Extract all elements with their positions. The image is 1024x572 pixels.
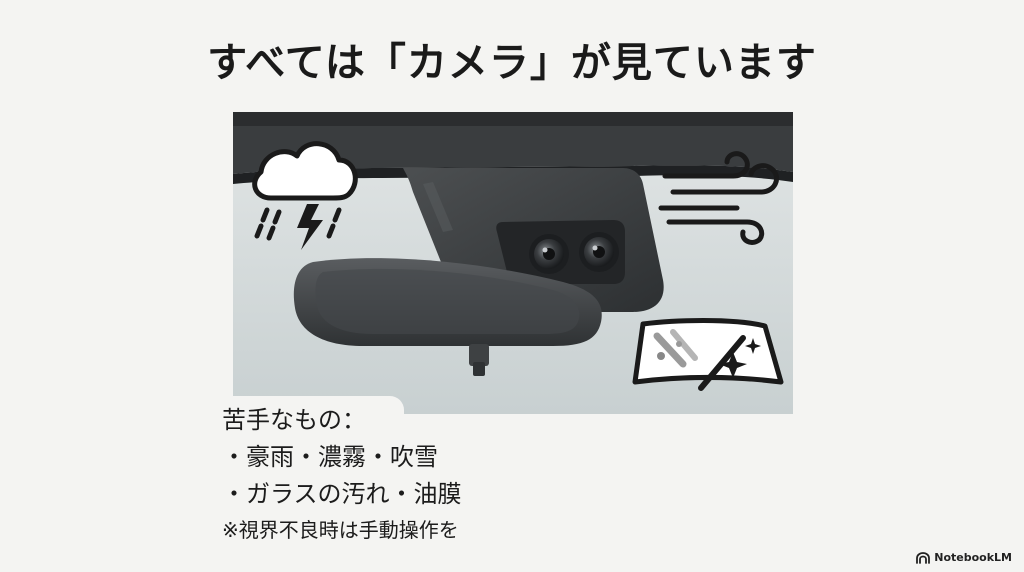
caption-panel xyxy=(204,396,404,546)
weakness-heading: 苦手なもの： xyxy=(222,406,366,434)
weakness-item-weather: ・豪雨・濃霧・吹雪 xyxy=(222,443,438,471)
weakness-item-glass: ・ガラスの汚れ・油膜 xyxy=(222,480,462,508)
weakness-list: 苦手なもの： ・豪雨・濃霧・吹雪 ・ガラスの汚れ・油膜 ※視界不良時は手動操作を xyxy=(222,402,462,547)
manual-operation-note: ※視界不良時は手動操作を xyxy=(222,518,459,542)
roof-headliner xyxy=(233,112,793,174)
brand-watermark: NotebookLM xyxy=(916,551,1012,564)
wind-icon xyxy=(658,151,779,245)
dirty-windshield-wiper-icon xyxy=(632,318,784,391)
notebooklm-logo-icon xyxy=(916,551,931,564)
brand-label: NotebookLM xyxy=(934,551,1012,564)
mirror-mount xyxy=(469,344,489,366)
lightning-bolt xyxy=(297,204,323,250)
page-title: すべては「カメラ」が見ています xyxy=(207,40,817,86)
windshield-camera-illustration xyxy=(233,112,793,414)
thunderstorm-icon xyxy=(252,141,358,241)
